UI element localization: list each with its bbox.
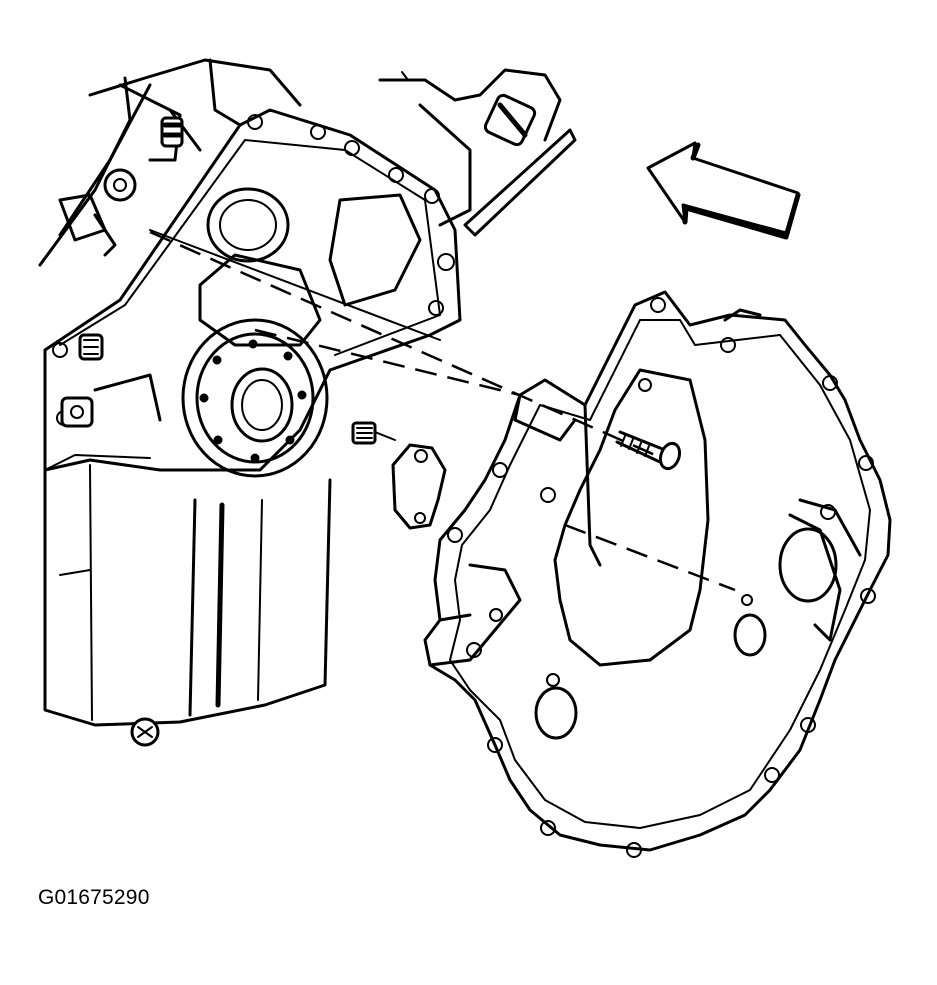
engine-block [38,58,462,747]
cover-gasket [391,443,447,530]
bolt [615,430,682,471]
stud [351,421,396,445]
alignment-lines [149,230,736,592]
bell-housing [423,290,892,858]
upper-mount [378,68,577,237]
figure-id-label: G01675290 [38,886,150,909]
arrow-left-icon [646,141,801,240]
